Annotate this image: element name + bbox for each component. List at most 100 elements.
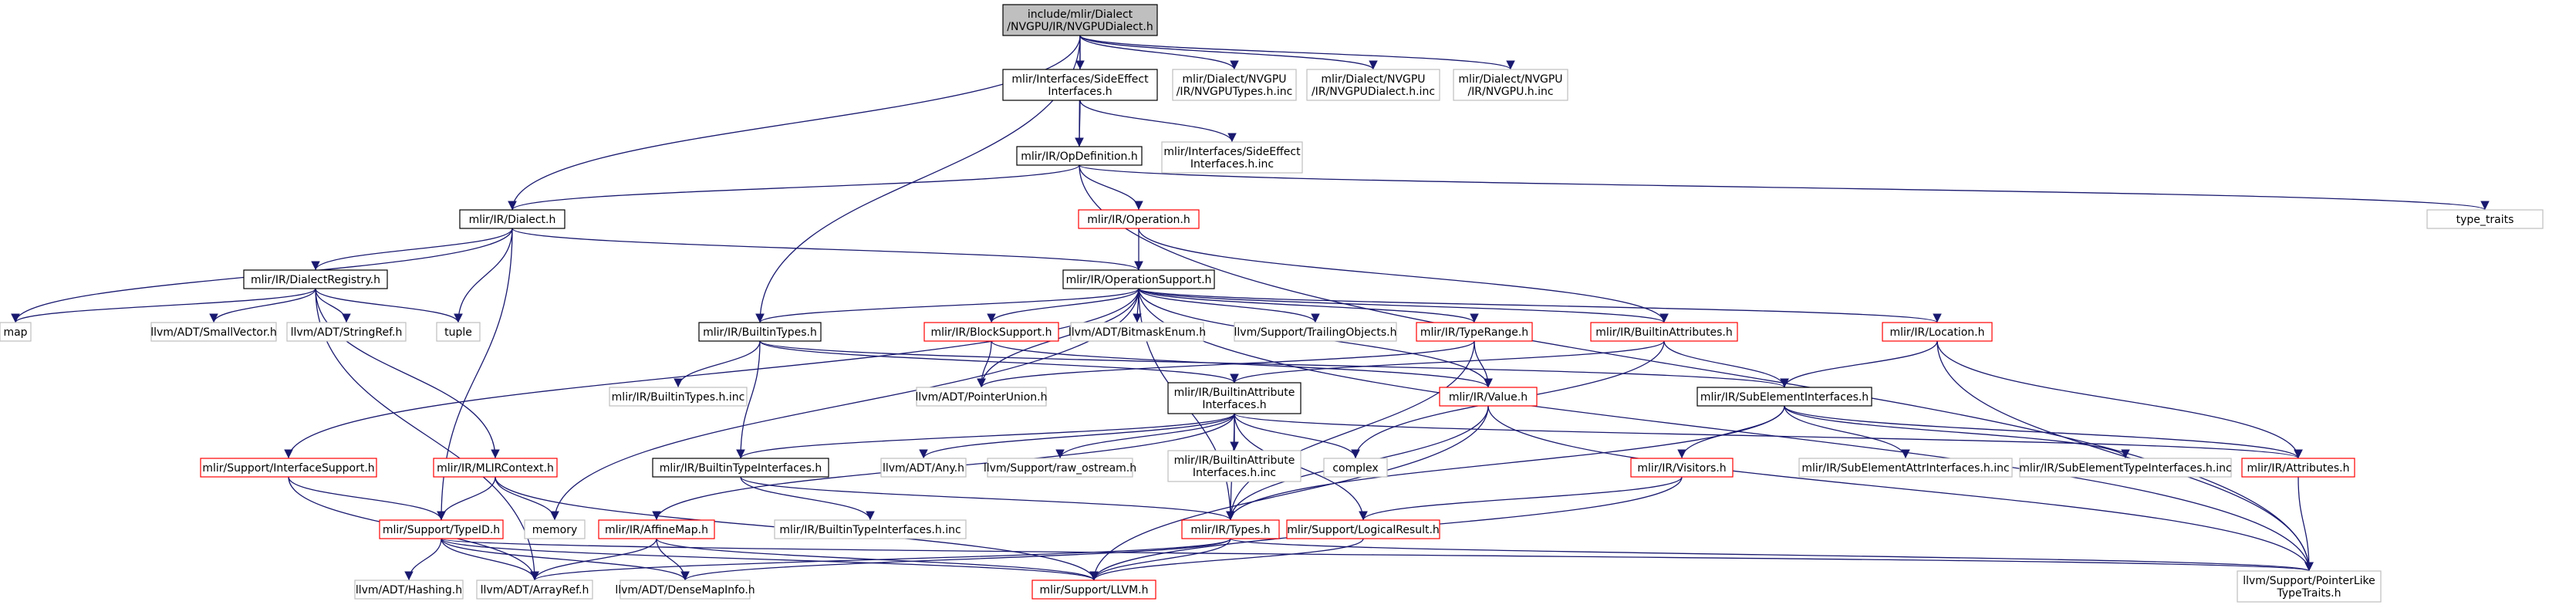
edge-builtinattrs-to-subelemif [1663, 340, 1789, 388]
node-label: mlir/Support/LogicalResult.h [1287, 524, 1440, 536]
node-box [1167, 450, 1302, 482]
node-label: mlir/IR/Location.h [1890, 326, 1985, 339]
edge-typeid-to-arrayref [441, 538, 539, 581]
node-box [1078, 209, 1200, 229]
node-affinemap[interactable]: mlir/IR/AffineMap.h [598, 519, 715, 539]
edge-value-to-llvm [1089, 405, 1489, 581]
node-label: mlir/IR/BuiltinAttribute [1174, 454, 1295, 467]
edge-attributes-to-pointerlike [2297, 476, 2314, 572]
edge-opsupport-to-pointerunion [977, 288, 1139, 388]
node-typerange[interactable]: mlir/IR/TypeRange.h [1416, 322, 1533, 342]
node-label: mlir/IR/BuiltinAttributes.h [1595, 326, 1732, 339]
edge-affinemap-to-arrayref [530, 538, 657, 581]
node-label: mlir/IR/SubElementAttrInterfaces.h.inc [1801, 462, 2009, 475]
edge-root-to-nvgpudialect_inc [1079, 35, 1378, 70]
node-dialect[interactable]: mlir/IR/Dialect.h [459, 209, 566, 229]
node-rawostream: llvm/Support/raw_ostream.h [984, 458, 1136, 478]
node-builtintypes[interactable]: mlir/IR/BuiltinTypes.h [698, 322, 822, 342]
node-label: mlir/IR/BuiltinTypes.h.inc [612, 391, 745, 404]
edge-typeid-to-densemapinfo [441, 538, 690, 581]
node-attributes[interactable]: mlir/IR/Attributes.h [2241, 458, 2355, 478]
node-box [1697, 387, 1872, 407]
node-label: include/mlir/Dialect [1028, 8, 1133, 21]
node-label: mlir/IR/Dialect.h [469, 214, 556, 226]
edge-opsupport-to-pointerlike [1138, 288, 2314, 572]
edge-dialect-to-opsupport [511, 228, 1143, 271]
node-box [652, 458, 829, 478]
node-builtintypeif_inc: mlir/IR/BuiltinTypeInterfaces.h.inc [774, 519, 967, 539]
edge-subelemif-to-visitors [1677, 405, 1785, 459]
edge-dialect-to-dialectreg [311, 228, 513, 271]
node-interfacesupport[interactable]: mlir/Support/InterfaceSupport.h [200, 458, 377, 478]
edge-blocksupport-to-value [991, 340, 1493, 388]
nodes-layer: include/mlir/Dialect/NVGPU/IR/NVGPUDiale… [0, 4, 2544, 603]
edge-opsupport-to-typerange [1138, 288, 1479, 323]
node-typeid[interactable]: mlir/Support/TypeID.h [379, 519, 504, 539]
node-box [916, 387, 1047, 407]
edge-opsupport-to-builtinattrs [1138, 288, 1669, 323]
node-blocksupport[interactable]: mlir/IR/BlockSupport.h [923, 322, 1059, 342]
node-box [1453, 69, 1568, 101]
node-dialectreg[interactable]: mlir/IR/DialectRegistry.h [243, 269, 388, 289]
node-label: llvm/ADT/StringRef.h [291, 326, 403, 339]
node-label: mlir/Support/InterfaceSupport.h [202, 462, 374, 475]
edge-opdef-to-operation [1079, 164, 1143, 211]
node-label: llvm/Support/PointerLike [2243, 575, 2375, 587]
node-box [2426, 209, 2544, 229]
node-box [1172, 69, 1297, 101]
node-box [620, 580, 751, 600]
edge-dialectreg-to-tuple [315, 288, 463, 323]
node-location[interactable]: mlir/IR/Location.h [1882, 322, 1993, 342]
node-nvgpudialect_inc: mlir/Dialect/NVGPU/IR/NVGPUDialect.h.inc [1306, 69, 1440, 101]
edge-mlircontext-to-memory [495, 476, 559, 521]
edge-value-to-pointerlike [1487, 405, 2314, 572]
node-operation[interactable]: mlir/IR/Operation.h [1078, 209, 1200, 229]
node-label: mlir/IR/TypeRange.h [1420, 326, 1528, 339]
node-label: mlir/Dialect/NVGPU [1458, 73, 1562, 86]
node-builtinattrs[interactable]: mlir/IR/BuiltinAttributes.h [1590, 322, 1738, 342]
node-root[interactable]: include/mlir/Dialect/NVGPU/IR/NVGPUDiale… [1002, 4, 1158, 36]
edge-location-to-subelemif [1780, 340, 1938, 388]
node-box [1062, 269, 1215, 289]
edge-builtinattrif-to-builtintypeif [736, 413, 1235, 459]
edge-root-to-nvgputypes_inc [1079, 35, 1239, 70]
edge-builtintypes-to-builtinattrif [759, 340, 1239, 384]
node-label: mlir/IR/SubElementTypeInterfaces.h.inc [2019, 462, 2231, 475]
edge-typerange-to-value [1474, 340, 1493, 388]
edge-opsupport-to-blocksupport [987, 288, 1139, 323]
node-subtype_inc: mlir/IR/SubElementTypeInterfaces.h.inc [2019, 458, 2232, 478]
node-label: tuple [444, 326, 472, 339]
node-visitors[interactable]: mlir/IR/Visitors.h [1630, 458, 1734, 478]
node-box [1798, 458, 2013, 478]
edge-builtintypes-to-subelemif [759, 340, 1789, 388]
node-complex: complex [1323, 458, 1388, 478]
node-label: llvm/ADT/Hashing.h [356, 584, 462, 596]
node-label: complex [1332, 462, 1378, 475]
node-box [1002, 4, 1158, 36]
node-arrayref: llvm/ADT/ArrayRef.h [476, 580, 593, 600]
node-builtintypeif[interactable]: mlir/IR/BuiltinTypeInterfaces.h [652, 458, 829, 478]
node-box [0, 322, 32, 342]
node-opdef[interactable]: mlir/IR/OpDefinition.h [1016, 146, 1143, 166]
node-logicalresult[interactable]: mlir/Support/LogicalResult.h [1286, 519, 1440, 539]
node-llvm[interactable]: mlir/Support/LLVM.h [1031, 580, 1156, 600]
node-types[interactable]: mlir/IR/Types.h [1181, 519, 1280, 539]
node-label: mlir/IR/BuiltinTypes.h [703, 326, 817, 339]
node-box [1031, 580, 1156, 600]
node-box [774, 519, 967, 539]
edge-types-to-llvm [1089, 538, 1231, 581]
node-mlircontext[interactable]: mlir/IR/MLIRContext.h [433, 458, 558, 478]
node-label: TypeTraits.h [2277, 587, 2341, 600]
node-label: llvm/ADT/SmallVector.h [150, 326, 277, 339]
node-subelemif[interactable]: mlir/IR/SubElementInterfaces.h [1697, 387, 1872, 407]
node-box [379, 519, 504, 539]
node-value[interactable]: mlir/IR/Value.h [1439, 387, 1538, 407]
edge-dialectreg-to-map [11, 288, 316, 323]
node-box [1630, 458, 1734, 478]
node-label: llvm/ADT/Any.h [883, 462, 964, 475]
node-opsupport[interactable]: mlir/IR/OperationSupport.h [1062, 269, 1215, 289]
